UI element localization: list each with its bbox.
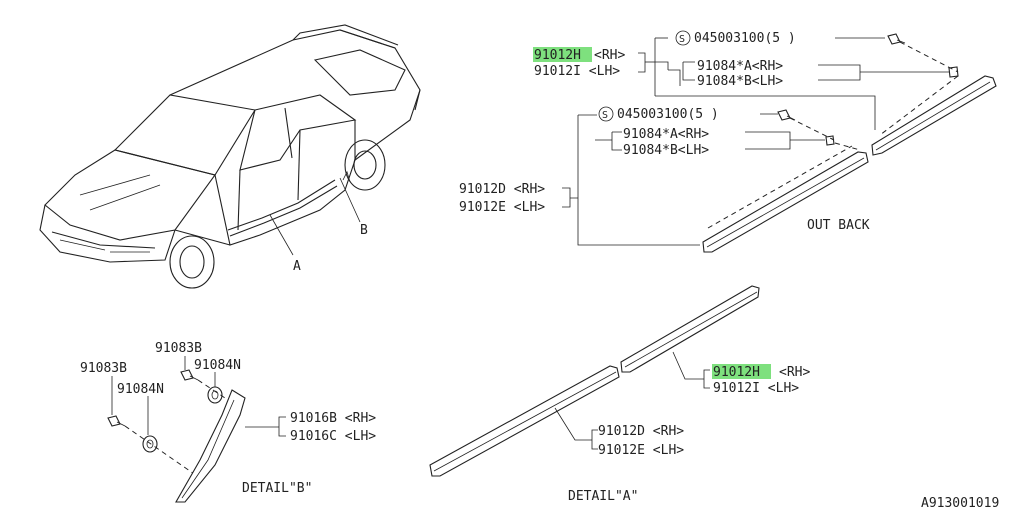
det-b-91016B: 91016B <RH> bbox=[290, 411, 376, 426]
figure-code: A913001019 bbox=[921, 496, 999, 511]
part-91012H-side: <RH> bbox=[594, 48, 625, 63]
s-mark-icon-2 bbox=[598, 106, 614, 122]
screw-icon-4 bbox=[180, 369, 199, 381]
det-a-91012H-highlight bbox=[712, 364, 771, 379]
grommet-icon bbox=[142, 435, 158, 453]
callout-b-label: B bbox=[360, 223, 368, 238]
part-91084A-label-2: 91084*A<RH> bbox=[623, 127, 709, 142]
screw-icon-2 bbox=[777, 109, 796, 121]
detail-a: 91012H <RH> 91012I <LH> 91012D <RH> 9101… bbox=[429, 285, 810, 504]
part-91012H-label: 91012H bbox=[534, 48, 581, 63]
det-b-91084N-right: 91084N bbox=[194, 358, 241, 373]
detail-b-title: DETAIL"B" bbox=[242, 481, 312, 496]
part-91012I-label: 91012I <LH> bbox=[534, 64, 620, 79]
mudguard-part bbox=[175, 389, 246, 503]
molding-detail-front bbox=[429, 365, 620, 477]
detail-b: 91083B 91083B 91084N 91084N 91016B <RH> bbox=[80, 341, 376, 503]
det-b-91083B-left: 91083B bbox=[80, 361, 127, 376]
part-91012D-label: 91012D <RH> bbox=[459, 182, 545, 197]
part-91084B-label-1: 91084*B<LH> bbox=[697, 74, 783, 89]
screw-mid-label: 045003100(5 ) bbox=[617, 107, 719, 122]
det-a-91012H: 91012H bbox=[713, 365, 760, 380]
det-a-91012E: 91012E <LH> bbox=[598, 443, 684, 458]
part-91012E-label: 91012E <LH> bbox=[459, 200, 545, 215]
part-91084A-label-1: 91084*A<RH> bbox=[697, 59, 783, 74]
molding-detail-rear bbox=[620, 285, 760, 373]
s-mark-icon bbox=[675, 30, 691, 46]
det-b-91084N-left: 91084N bbox=[117, 382, 164, 397]
out-back-label: OUT BACK bbox=[807, 218, 870, 233]
detail-a-title: DETAIL"A" bbox=[568, 489, 638, 504]
screw-icon-3 bbox=[107, 415, 126, 427]
svg-text:S: S bbox=[602, 110, 608, 121]
det-a-91012I: 91012I <LH> bbox=[713, 381, 799, 396]
part-91084B-label-2: 91084*B<LH> bbox=[623, 143, 709, 158]
det-a-91012H-side: <RH> bbox=[779, 365, 810, 380]
det-a-91012D: 91012D <RH> bbox=[598, 424, 684, 439]
upper-molding-assembly: 91012H <RH> 91012I <LH> S 045003100(5 ) … bbox=[533, 30, 997, 156]
det-b-91016C: 91016C <LH> bbox=[290, 429, 376, 444]
screw-icon bbox=[887, 33, 906, 45]
screw-top-label: 045003100(5 ) bbox=[694, 31, 796, 46]
callout-a-label: A bbox=[293, 259, 301, 274]
part-91012H-highlight bbox=[533, 47, 592, 62]
mid-molding-assembly: S 045003100(5 ) 91084*A<RH> 91084*B<LH> … bbox=[459, 106, 870, 253]
molding-door bbox=[702, 151, 869, 253]
car-illustration: A B bbox=[39, 24, 421, 289]
grommet-icon-2 bbox=[207, 386, 223, 404]
det-b-91083B-top: 91083B bbox=[155, 341, 202, 356]
clip-icon-2 bbox=[825, 135, 835, 146]
svg-text:S: S bbox=[679, 34, 685, 45]
